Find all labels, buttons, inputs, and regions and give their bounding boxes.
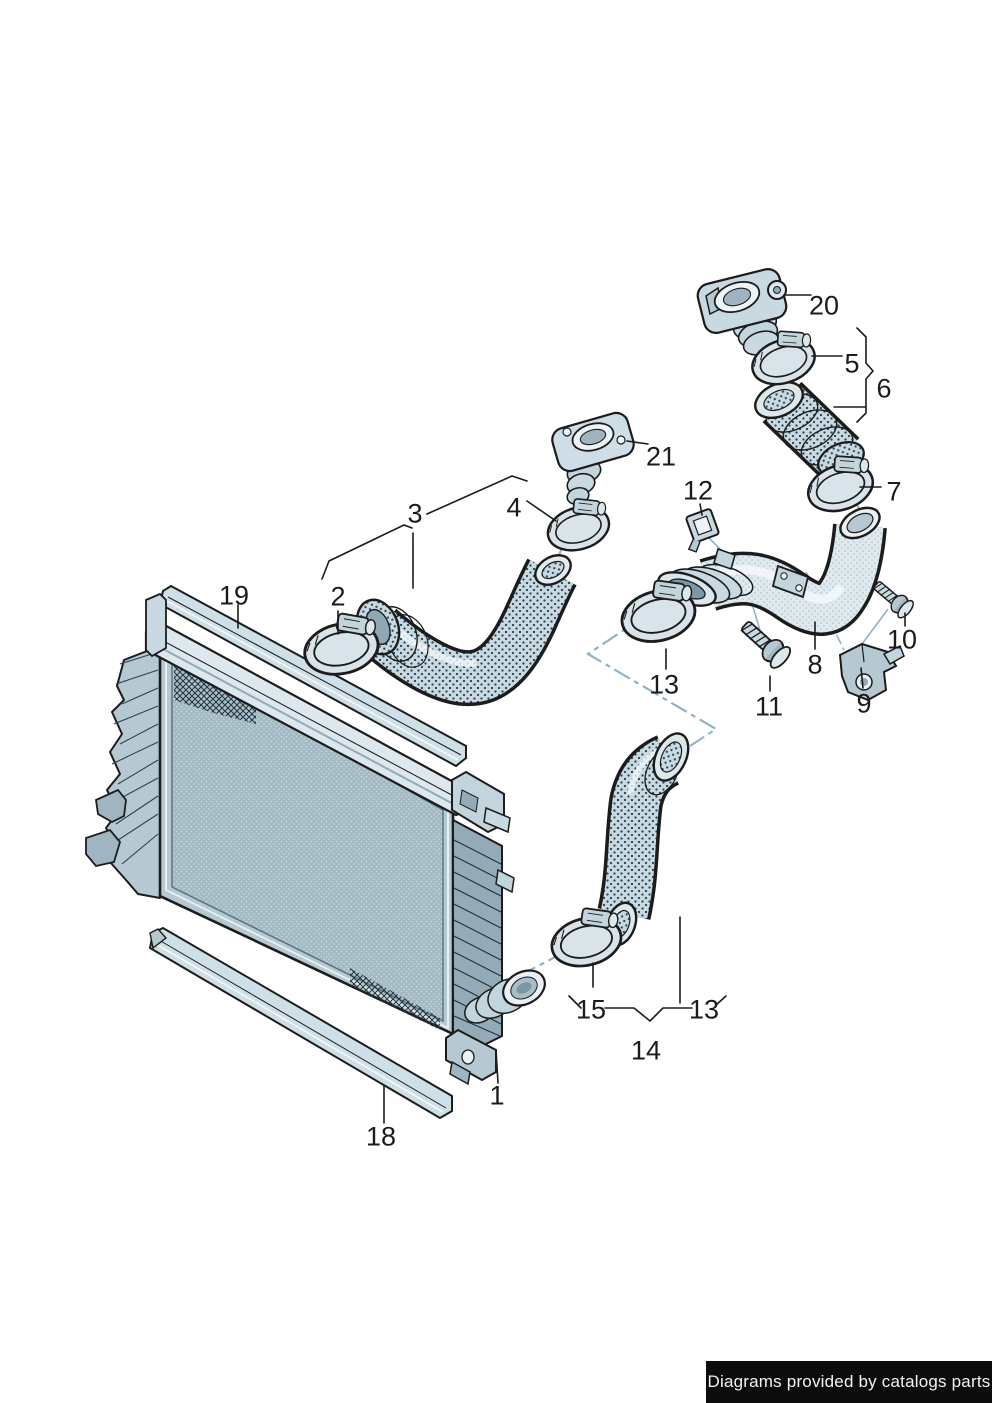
bottom-trim-strip: [148, 926, 453, 1120]
leader-lines: [237, 294, 906, 1124]
callout-11: 11: [754, 691, 784, 722]
callout-14: 14: [630, 1035, 662, 1066]
bottom-bracket: [445, 1028, 497, 1086]
left-hook-lower: [85, 828, 122, 867]
callout-2: 2: [330, 581, 346, 612]
callout-6: 6: [876, 373, 892, 404]
bracket-9: [838, 642, 905, 702]
callout-4: 4: [506, 492, 522, 523]
top-left-pin: [145, 592, 167, 658]
pipe-tab: [713, 547, 736, 571]
callout-9: 9: [856, 688, 872, 719]
clip-12: [685, 508, 720, 553]
flange-21: [551, 411, 635, 506]
callout-3: 3: [407, 498, 423, 529]
left-hook-upper: [95, 788, 127, 824]
callout-10: 10: [886, 624, 918, 655]
flange-20: [696, 268, 788, 356]
hose-upper: [355, 554, 577, 707]
callout-7: 7: [886, 476, 902, 507]
callout-13-lower: 13: [688, 994, 720, 1025]
callout-12: 12: [682, 475, 714, 506]
charge-air-cooler: [85, 592, 546, 1086]
clamp-4: [539, 489, 619, 559]
callout-21: 21: [645, 441, 677, 472]
callout-1: 1: [489, 1080, 505, 1111]
callout-19: 19: [218, 580, 250, 611]
callout-18: 18: [365, 1121, 397, 1152]
screw-10: [868, 575, 917, 621]
fin-hatch-bottom: [350, 968, 440, 1030]
callout-13-upper: 13: [648, 669, 680, 700]
footer-credit: Diagrams provided by catalogs parts: [706, 1361, 992, 1403]
callout-8: 8: [807, 649, 823, 680]
outlet-port: [464, 969, 546, 1024]
callout-5: 5: [844, 348, 860, 379]
callout-20: 20: [808, 290, 840, 321]
callout-15: 15: [575, 994, 607, 1025]
